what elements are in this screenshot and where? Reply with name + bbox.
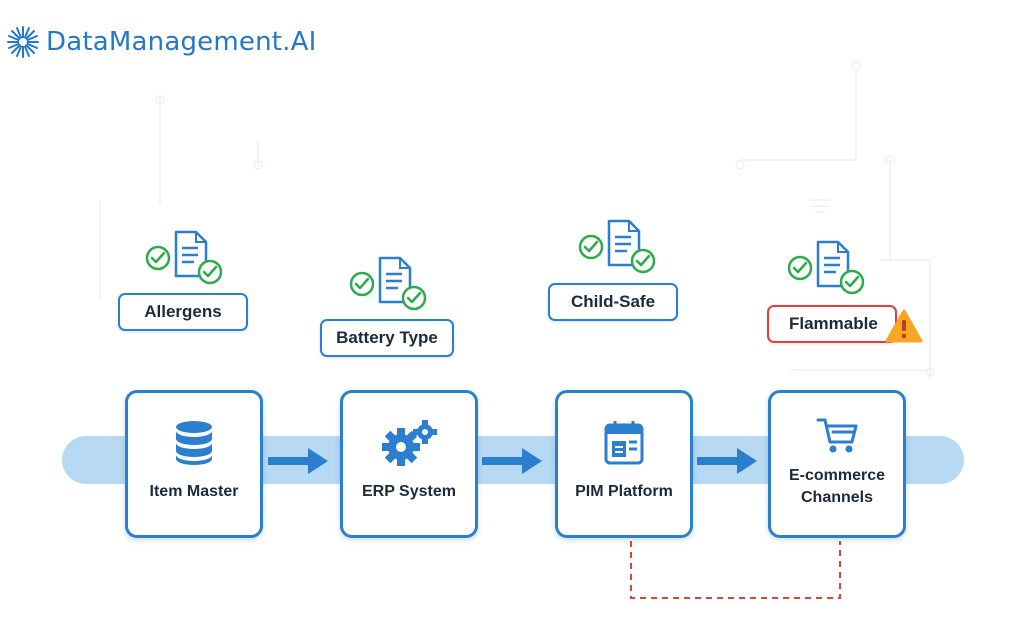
flow-arrow [697, 448, 757, 474]
node-label: PIM Platform [575, 483, 673, 500]
flow-arrow [268, 448, 328, 474]
document-check-icon [145, 230, 223, 285]
node-ecommerce-channels[interactable]: E-commerce Channels [768, 390, 906, 538]
brand-logo[interactable]: DataManagement.AI [6, 22, 316, 62]
database-icon [176, 421, 212, 465]
calendar-document-icon [604, 421, 644, 465]
node-label: ERP System [362, 483, 456, 500]
gears-icon [382, 420, 437, 466]
flow-arrow [482, 448, 542, 474]
node-label: Item Master [149, 483, 239, 500]
document-check-icon [578, 219, 656, 274]
node-erp-system[interactable]: ERP System [340, 390, 478, 538]
brand-name: DataManagement.AI [46, 27, 317, 57]
snowflake-burst-icon [7, 26, 39, 58]
document-check-icon [349, 256, 427, 311]
node-pim-platform[interactable]: PIM Platform [555, 390, 693, 538]
node-label: E-commerce Channels [788, 467, 886, 506]
attribute-badge-child-safe[interactable]: Child-Safe [548, 283, 678, 321]
document-check-icon [787, 240, 865, 295]
attribute-badge-battery-type[interactable]: Battery Type [320, 319, 454, 357]
shopping-cart-icon [816, 418, 858, 453]
attribute-badge-allergens[interactable]: Allergens [118, 293, 248, 331]
warning-icon [885, 309, 923, 343]
attribute-badge-flammable[interactable]: Flammable [767, 305, 897, 343]
node-item-master[interactable]: Item Master [125, 390, 263, 538]
